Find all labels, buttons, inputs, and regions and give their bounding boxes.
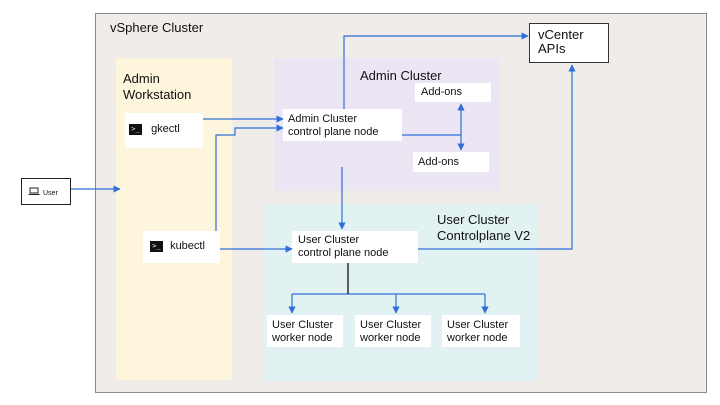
gkectl-label: gkectl [151, 123, 180, 135]
workstation-title: Admin Workstation [123, 71, 191, 103]
admin-node-line1: Admin Cluster [288, 113, 358, 125]
vcenter-line2: APIs [538, 41, 566, 56]
user-worker-node[interactable]: User Cluster worker node [267, 315, 343, 347]
admin-node-line2: control plane node [288, 126, 379, 138]
user-box[interactable]: User [21, 178, 71, 205]
vcenter-apis-box[interactable]: vCenter APIs [529, 23, 609, 63]
kubectl-label: kubectl [170, 240, 205, 252]
worker-line2: worker node [447, 332, 508, 344]
arrow-user-cp-to-vcenter [418, 64, 576, 250]
worker-line2: worker node [272, 332, 333, 344]
admin-cluster-title: Admin Cluster [360, 68, 442, 83]
worker-line2: worker node [360, 332, 421, 344]
worker-line1: User Cluster [272, 319, 334, 331]
arrow-kubectl-to-admin [215, 124, 284, 231]
worker-line1: User Cluster [360, 319, 422, 331]
user-cp-line1: User Cluster [298, 234, 360, 246]
workstation-title-line1: Admin [123, 71, 160, 86]
workstation-title-line2: Workstation [123, 87, 192, 102]
user-label: User [43, 190, 58, 197]
addons-box-top[interactable]: Add-ons [415, 83, 491, 102]
admin-control-plane-node[interactable]: Admin Cluster control plane node [283, 109, 402, 141]
worker-line1: User Cluster [447, 319, 509, 331]
user-worker-node[interactable]: User Cluster worker node [355, 315, 431, 347]
user-cluster-title: User Cluster Controlplane V2 [437, 212, 530, 244]
user-cluster-title-line2: Controlplane V2 [437, 228, 531, 243]
vcenter-line1: vCenter [538, 27, 584, 42]
addons-box-bottom[interactable]: Add-ons [413, 152, 489, 172]
user-worker-node[interactable]: User Cluster worker node [442, 315, 520, 347]
arrow-admin-to-vcenter [343, 32, 529, 109]
gkectl-box[interactable]: >_ gkectl [125, 113, 203, 148]
kubectl-box[interactable]: >_ kubectl [143, 231, 220, 263]
terminal-icon: >_ [150, 240, 163, 252]
vsphere-title: vSphere Cluster [110, 20, 204, 35]
terminal-icon: >_ [129, 123, 142, 135]
admin-workstation: Admin Workstation [116, 58, 232, 380]
user-control-plane-node[interactable]: User Cluster control plane node [292, 231, 418, 263]
user-cluster-title-line1: User Cluster [437, 212, 510, 227]
laptop-icon [28, 187, 40, 195]
user-cp-line2: control plane node [298, 247, 389, 259]
